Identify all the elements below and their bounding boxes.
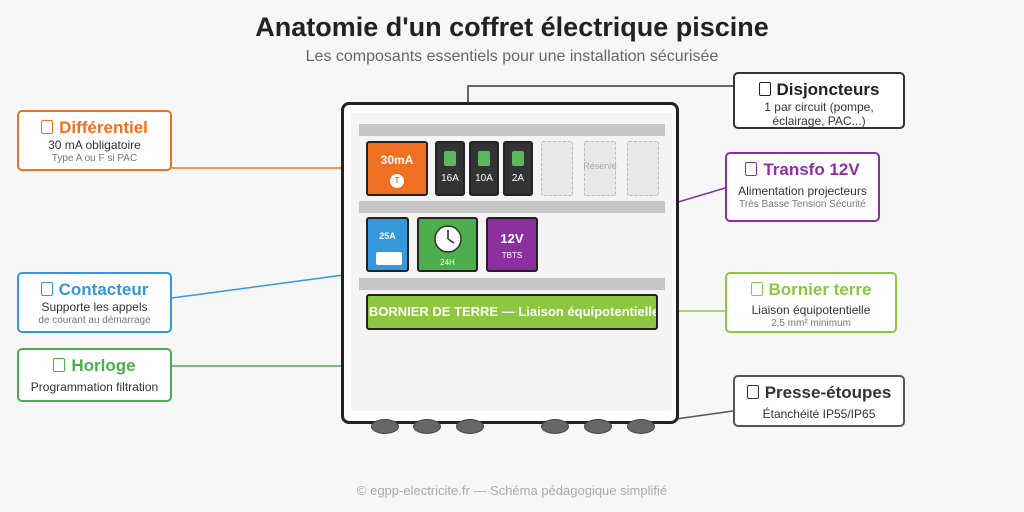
callout-subline: de courant au démarrage (38, 315, 151, 326)
bornier-terre-module: BORNIER DE TERRE — Liaison équipotentiel… (366, 294, 658, 330)
horloge-label: 24H (440, 258, 455, 267)
callout-presse-etoupes: Presse-étoupes Étanchéité IP55/IP65 (733, 375, 905, 427)
callout-line: Alimentation projecteurs (738, 184, 867, 198)
din-rail-1 (359, 124, 665, 136)
callout-transfo: Transfo 12V Alimentation projecteurs Trè… (725, 152, 880, 222)
din-rail-3 (359, 278, 665, 290)
callout-line: Supporte les appels (41, 300, 148, 314)
callout-title: Bornier terre (768, 280, 872, 299)
callout-title: Transfo 12V (763, 160, 860, 179)
callout-line: éclairage, PAC...) (772, 114, 866, 128)
breaker-toggle-icon (444, 151, 456, 166)
callout-line: 30 mA obligatoire (48, 138, 141, 152)
reserve-slot-2 (584, 141, 616, 196)
callout-title: Contacteur (58, 280, 149, 299)
reserve-label: Réserve (583, 161, 617, 171)
cable-gland-3 (456, 419, 484, 434)
placeholder-icon (53, 358, 66, 372)
cable-gland-2 (413, 419, 441, 434)
breaker-module-1: 16A (435, 141, 465, 196)
leader-contacteur (171, 271, 367, 299)
callout-line: Étanchéité IP55/IP65 (762, 407, 876, 421)
breaker-toggle-icon (478, 151, 490, 166)
breaker-module-3: 2A (503, 141, 533, 196)
contacteur-window (376, 252, 402, 265)
cable-gland-1 (371, 419, 399, 434)
callout-disjoncteurs: Disjoncteurs 1 par circuit (pompe, éclai… (733, 72, 905, 129)
test-button: T (390, 174, 404, 188)
diagram-title: Anatomie d'un coffret électrique piscine (255, 12, 769, 42)
callout-contacteur: Contacteur Supporte les appels de couran… (17, 272, 172, 333)
callout-differentiel: Différentiel 30 mA obligatoire Type A ou… (17, 110, 172, 171)
contacteur-module: 25A (366, 217, 409, 272)
bornier-label: BORNIER DE TERRE — Liaison équipotentiel… (368, 304, 658, 319)
reserve-slot-1 (541, 141, 573, 196)
horloge-module: 24H (417, 217, 478, 272)
callout-line: Liaison équipotentielle (751, 303, 871, 317)
placeholder-icon (40, 282, 53, 296)
callout-title: Presse-étoupes (764, 383, 892, 402)
transfo-type: TBTS (501, 251, 523, 260)
breaker-rating: 10A (475, 173, 493, 184)
transfo-voltage: 12V (500, 231, 524, 246)
callout-line: Programmation filtration (30, 380, 159, 394)
differentiel-module: 30mA T (366, 141, 428, 196)
placeholder-icon (745, 162, 758, 176)
footer-credit: © egpp-electricite.fr — Schéma pédagogiq… (356, 483, 668, 498)
callout-bornier: Bornier terre Liaison équipotentielle 2,… (725, 272, 897, 333)
callout-line: 1 par circuit (pompe, (764, 100, 874, 114)
placeholder-icon (750, 282, 763, 296)
placeholder-icon (746, 385, 759, 399)
cable-gland-5 (584, 419, 612, 434)
breaker-rating: 2A (511, 173, 525, 184)
placeholder-icon (758, 82, 771, 96)
breaker-toggle-icon (512, 151, 524, 166)
differentiel-rating: 30mA (380, 153, 414, 167)
diagram-subtitle: Les composants essentiels pour une insta… (305, 48, 719, 65)
reserve-slot-3 (627, 141, 659, 196)
clock-icon (434, 225, 462, 253)
callout-title: Différentiel (59, 118, 148, 137)
breaker-rating: 16A (441, 173, 459, 184)
cable-gland-4 (541, 419, 569, 434)
callout-subline: 2,5 mm² minimum (770, 318, 851, 329)
transfo-module: 12V TBTS (486, 217, 538, 272)
callout-subline: Type A ou F si PAC (51, 153, 138, 164)
callout-title: Horloge (71, 356, 136, 375)
cable-gland-6 (627, 419, 655, 434)
callout-horloge: Horloge Programmation filtration (17, 348, 172, 402)
callout-subline: Très Basse Tension Sécurité (739, 199, 866, 210)
callout-title: Disjoncteurs (776, 80, 880, 99)
breaker-module-2: 10A (469, 141, 499, 196)
contacteur-rating: 25A (379, 231, 396, 241)
placeholder-icon (41, 120, 54, 134)
din-rail-2 (359, 201, 665, 213)
